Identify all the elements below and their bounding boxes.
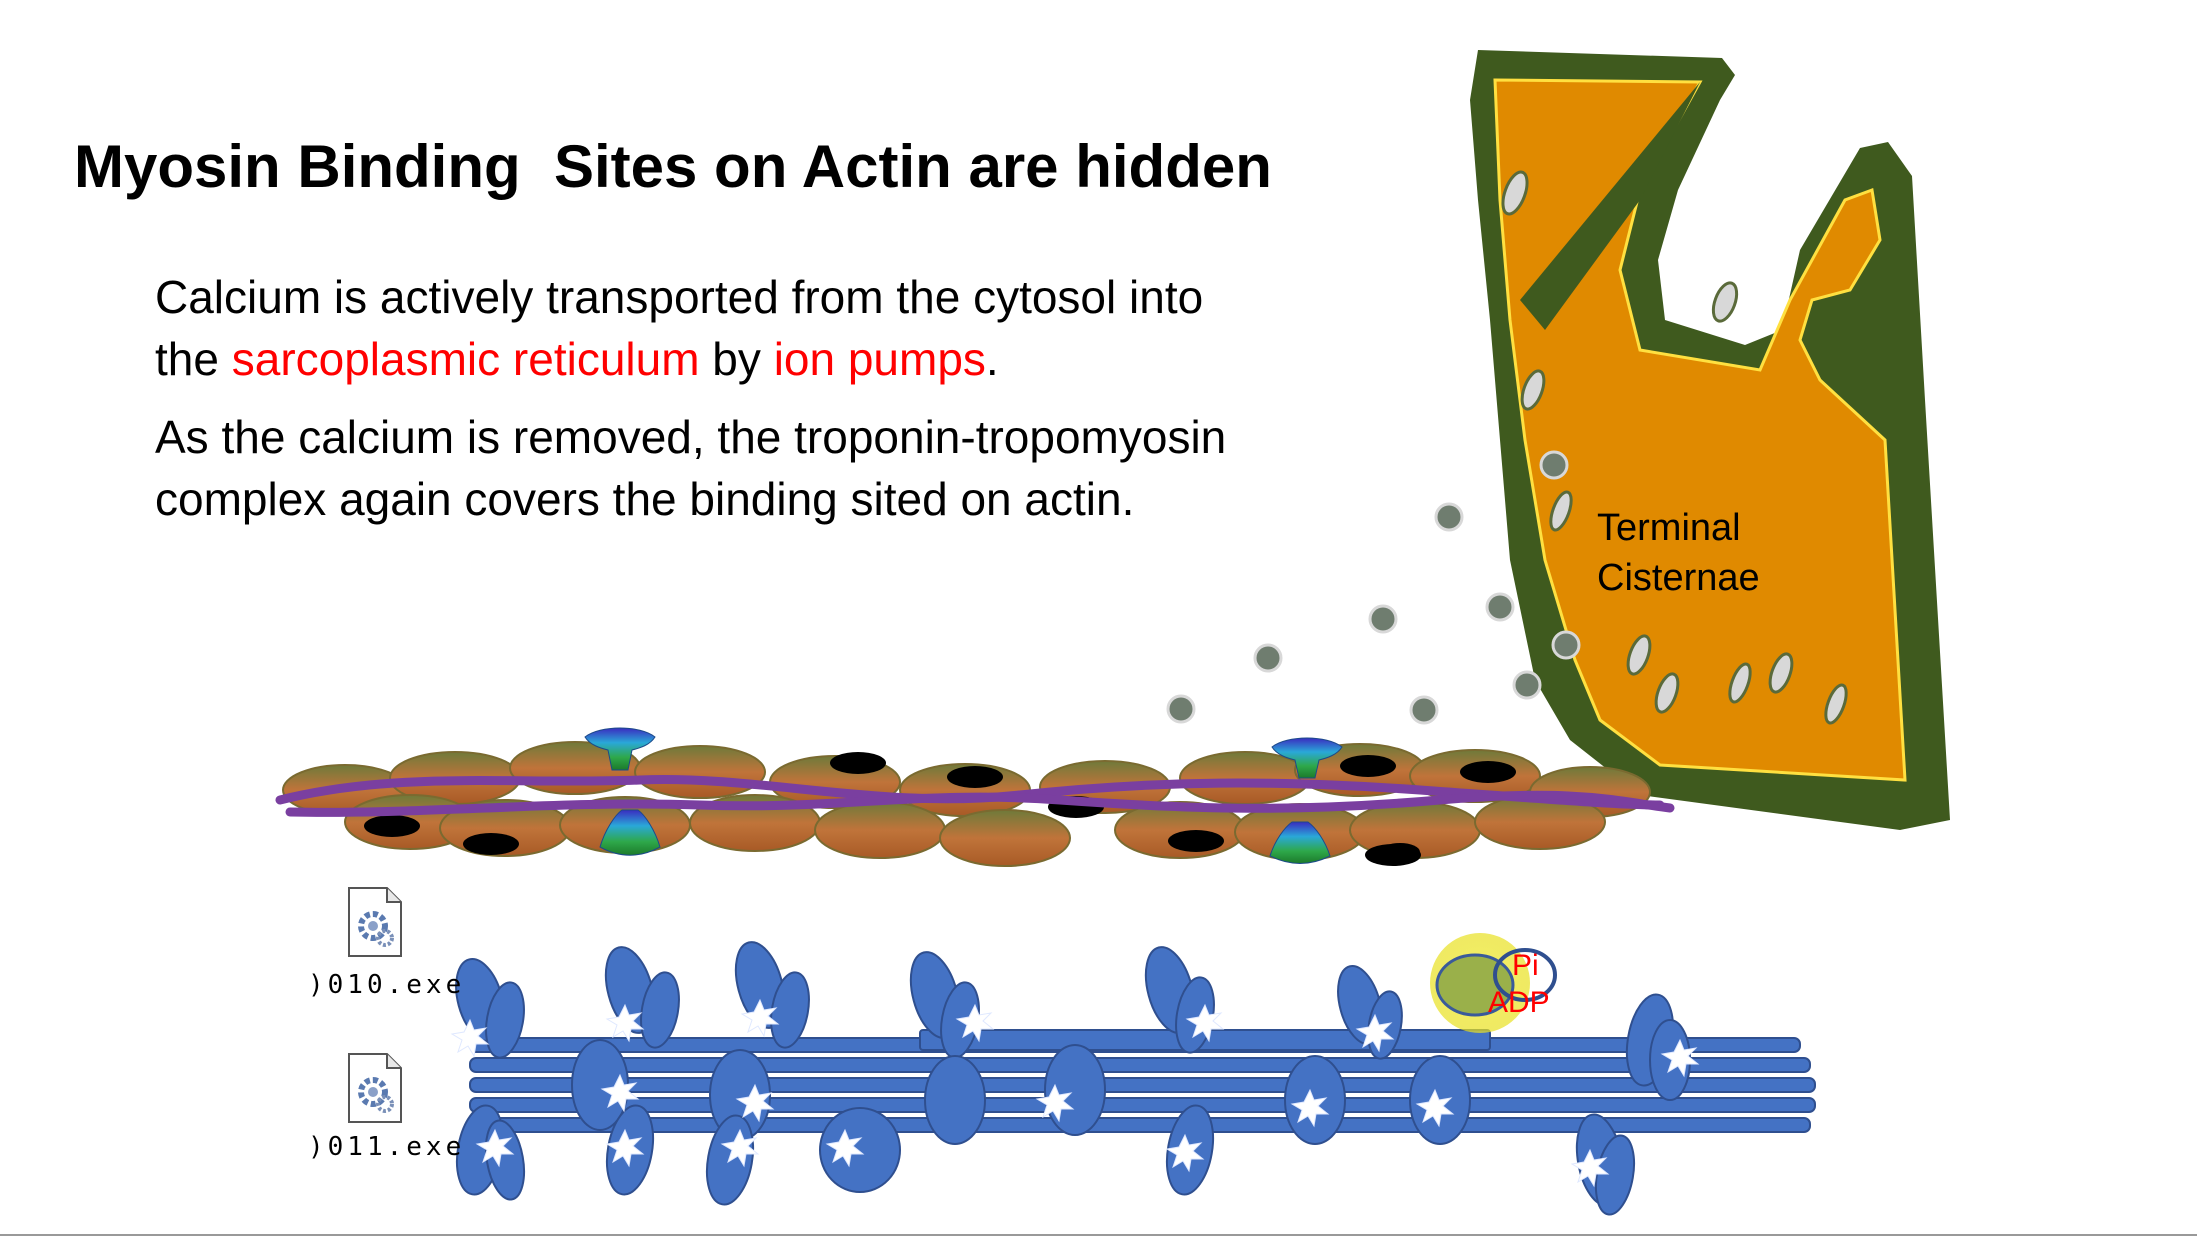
troponin-complexes <box>584 727 1343 864</box>
calcium-removed-paragraph: As the calcium is removed, the troponin-… <box>155 406 1226 530</box>
troponin <box>584 727 656 771</box>
sr-inner-fold <box>1520 82 1700 330</box>
sr-pores <box>1501 170 1848 725</box>
sarcoplasmic-reticulum-term: sarcoplasmic reticulum <box>231 333 700 385</box>
ion-pumps-term: ion pumps <box>773 333 986 385</box>
exe-file-label[interactable]: )010.exe <box>308 970 466 1000</box>
para1-line2-mid: by <box>699 333 774 385</box>
slide-bottom-edge <box>0 1234 2197 1236</box>
executable-file-icon[interactable] <box>345 1052 405 1124</box>
calcium-ions <box>1166 450 1581 725</box>
troponin <box>599 809 661 856</box>
para2-line2: complex again covers the binding sited o… <box>155 473 1135 525</box>
para1-line2-prefix: the <box>155 333 232 385</box>
troponin <box>1269 821 1331 864</box>
cross-bridge-starbursts <box>450 998 1700 1188</box>
sr-label-line2: Cisternae <box>1597 557 1760 599</box>
calcium-ion <box>1166 694 1196 724</box>
para2-line1: As the calcium is removed, the troponin-… <box>155 411 1227 463</box>
calcium-ion <box>1409 695 1439 725</box>
slide-title: Myosin Binding Sites on Actin are hidden <box>74 133 1272 200</box>
pi-label: Pi <box>1512 949 1539 982</box>
pi-adp-bound <box>1493 948 1557 1002</box>
calcium-ion <box>1539 450 1569 480</box>
calcium-ion <box>1253 643 1283 673</box>
calcium-ion <box>1368 604 1398 634</box>
myosin-rods <box>469 1029 1816 1133</box>
calcium-ion <box>1512 670 1542 700</box>
executable-file-icon[interactable] <box>345 886 405 958</box>
terminal-cisternae: Terminal Cisternae <box>1470 50 1950 830</box>
thick-filament: Pi ADP <box>450 933 1816 1216</box>
calcium-ion <box>1551 630 1581 660</box>
adp-label: ADP <box>1488 986 1550 1019</box>
calcium-transport-paragraph: Calcium is actively transported from the… <box>155 266 1203 390</box>
para1-line1: Calcium is actively transported from the… <box>155 271 1204 323</box>
atp-cross-bridge: Pi ADP <box>1430 933 1557 1033</box>
tropomyosin-strands <box>275 775 1675 817</box>
actin-filament <box>275 727 1675 867</box>
exe-file-label[interactable]: )011.exe <box>308 1132 466 1162</box>
calcium-ion <box>1485 592 1515 622</box>
para1-line2-suffix: . <box>985 333 999 385</box>
sr-label-line1: Terminal <box>1597 507 1741 549</box>
calcium-ion <box>1434 502 1464 532</box>
troponin <box>1271 737 1343 779</box>
